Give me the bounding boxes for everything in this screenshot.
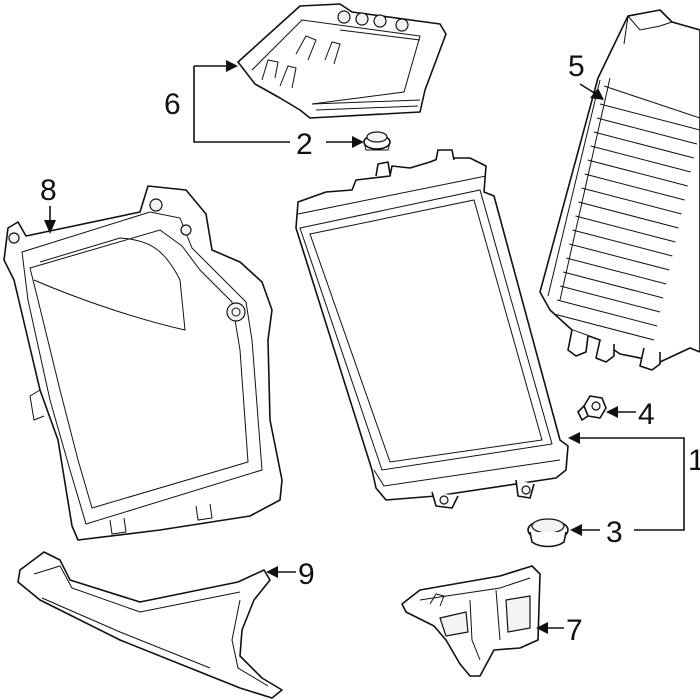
condenser-fin <box>575 215 676 243</box>
part-9-lower-deflector <box>17 551 283 699</box>
callout-3: 3 <box>606 516 623 549</box>
condenser-fin <box>563 271 664 299</box>
callout-6: 6 <box>164 88 181 121</box>
condenser-fin <box>584 173 685 201</box>
callout-4: 4 <box>638 398 655 431</box>
condenser-fin <box>599 103 700 131</box>
part-radiator <box>295 149 569 509</box>
condenser-fin <box>556 299 658 327</box>
part-4-drain-plug <box>577 395 607 421</box>
callout-labels: 1 2 3 4 5 6 7 8 9 <box>40 50 700 647</box>
condenser-fin <box>566 257 667 285</box>
condenser-fin <box>590 145 691 173</box>
part-2-grommet <box>363 131 391 151</box>
condenser-fin <box>596 117 698 145</box>
condenser-fin <box>587 159 688 187</box>
callout-1: 1 <box>688 444 700 477</box>
condenser-fin <box>581 187 682 215</box>
callout-5: 5 <box>568 50 585 83</box>
callout-9: 9 <box>298 558 315 591</box>
leader-lines <box>44 60 685 634</box>
part-8-fan-shroud <box>3 185 283 541</box>
condenser-fin <box>578 201 679 229</box>
condenser-fin <box>593 131 694 159</box>
part-5-condenser <box>539 9 700 371</box>
condenser-fin <box>572 229 673 257</box>
part-3-cap <box>527 518 569 548</box>
condenser-fin <box>560 285 661 313</box>
condenser-fin <box>553 313 655 341</box>
callout-8: 8 <box>40 174 57 207</box>
part-7-bracket <box>401 565 541 677</box>
callout-2: 2 <box>296 128 313 161</box>
part-6-deflector <box>237 3 447 119</box>
condenser-fin <box>569 243 670 271</box>
callout-7: 7 <box>566 614 583 647</box>
